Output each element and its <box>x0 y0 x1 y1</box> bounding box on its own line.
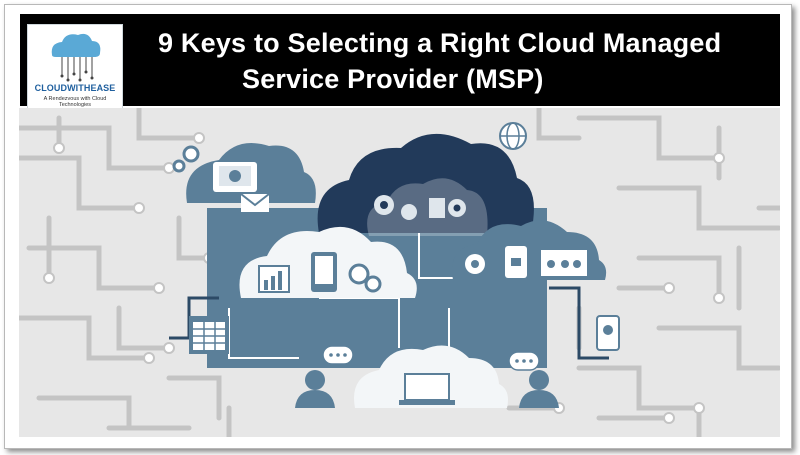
location-phone-icon <box>596 315 620 351</box>
logo-tagline: A Rendezvous with Cloud Technologies <box>43 96 107 108</box>
laptop-cloud <box>354 345 508 408</box>
cloud-msp-illustration <box>16 105 783 440</box>
analytics-cloud <box>239 226 417 298</box>
logo-name: CLOUDWITHEASE <box>34 83 116 93</box>
cloud-network-artwork <box>16 105 783 440</box>
title-banner <box>20 14 780 106</box>
cloud-logo-icon <box>51 33 101 82</box>
globe-icon <box>401 204 417 220</box>
gear-icon <box>348 263 370 285</box>
brand-logo: CLOUDWITHEASE A Rendezvous with Cloud Te… <box>27 24 123 112</box>
laptop-icon <box>404 373 450 401</box>
page-title-line-1: 9 Keys to Selecting a Right Cloud Manage… <box>158 28 722 58</box>
spreadsheet-icon <box>189 316 229 354</box>
email-cloud <box>186 143 316 212</box>
chat-bubble-icon <box>322 345 354 365</box>
globe-icon <box>499 122 527 150</box>
page-title-line-2: Service Provider (MSP) <box>242 64 544 94</box>
document-icon <box>429 198 445 218</box>
user-left-icon <box>295 370 335 408</box>
chat-bubble-icon <box>508 351 540 371</box>
gear-icon <box>364 275 382 293</box>
central-dark-cloud <box>317 133 534 236</box>
security-cloud <box>452 220 607 280</box>
user-right-icon <box>519 370 559 408</box>
gears-icon <box>172 145 200 173</box>
